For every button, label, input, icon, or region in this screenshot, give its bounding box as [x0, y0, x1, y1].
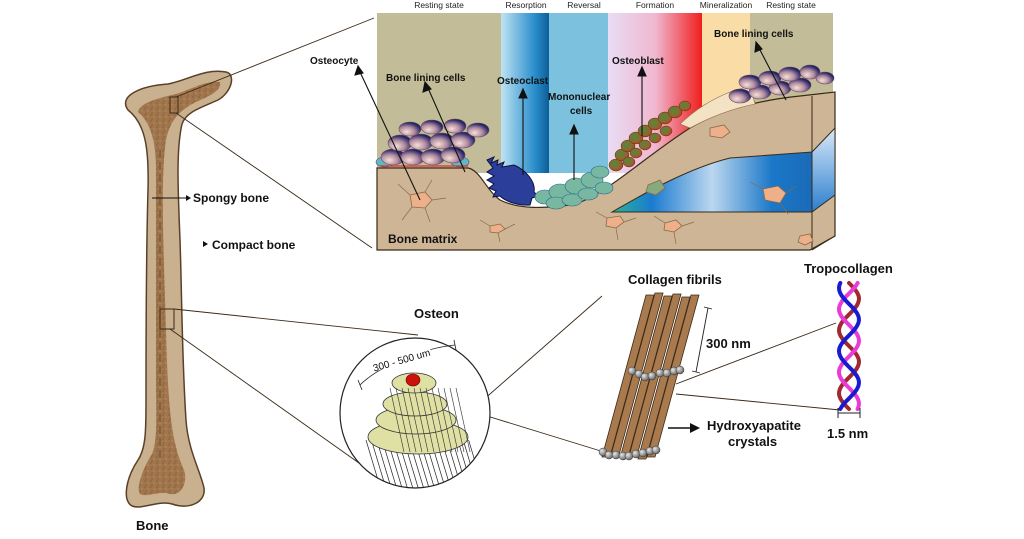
dim-tick — [357, 379, 363, 391]
remodeling-pointers — [354, 40, 787, 201]
remodeling-panel: Resting state Resorption Reversal Format… — [310, 0, 836, 251]
bone-lining-cells-left — [375, 118, 490, 168]
phase-label: Mineralization — [700, 0, 753, 10]
bone-lining-cells-label-right: Bone lining cells — [714, 29, 794, 40]
zoom-connectors — [169, 17, 841, 469]
bone-outline — [125, 70, 233, 508]
lamella-hatch-line — [443, 387, 459, 453]
osteocytes — [409, 124, 814, 246]
phase-label: Resting state — [766, 0, 816, 10]
hydroxyapatite-crystal — [647, 371, 657, 381]
phase-bg-reversal — [549, 13, 608, 173]
collagen-fibrils-panel: Collagen fibrils 300 nm Hydroxyapatite c… — [598, 272, 801, 461]
mononuclear-cells — [534, 165, 614, 210]
spongy-arrow-icon — [186, 195, 191, 201]
osteon-hatch-line — [371, 439, 390, 488]
bone-matrix-label: Bone matrix — [388, 232, 458, 246]
tropocollagen-strand-2 — [836, 281, 862, 411]
osteoclast-cell — [485, 156, 539, 206]
collagen-fibrils-label: Collagen fibrils — [628, 272, 722, 287]
long-bone: Bone Spongy bone Compact bone — [125, 70, 296, 533]
bone-lining-cells-right — [728, 64, 835, 104]
bone-lining-cells-label-left: Bone lining cells — [386, 73, 466, 84]
mononuclear-label-line2: cells — [570, 106, 593, 117]
osteon-panel: Osteon 300 - 500 um — [339, 306, 491, 489]
hydroxyapatite-label-line1: Hydroxyapatite — [707, 418, 801, 433]
lamella-hatch-line — [389, 387, 405, 453]
hydroxyapatite-crystal — [651, 445, 661, 455]
hydroxyapatite-crystal — [624, 451, 634, 461]
dim-tick — [691, 370, 701, 374]
compact-arrow-icon — [203, 241, 208, 247]
hydroxyapatite-crystal-row — [598, 365, 685, 461]
hydroxyapatite-arrow-icon — [690, 423, 700, 433]
osteon-label: Osteon — [414, 306, 459, 321]
osteon-hatch-line — [365, 439, 385, 488]
blue-layer — [610, 151, 813, 213]
phase-label: Reversal — [567, 0, 601, 10]
lamella-hatch-line — [395, 387, 411, 453]
zoom-box-spongy — [169, 96, 179, 114]
lamella-hatch-line — [419, 387, 435, 453]
tropocollagen-strand-1 — [836, 281, 862, 411]
dim-label-bg — [368, 343, 432, 373]
fibril-length-label: 300 nm — [706, 336, 751, 351]
mononuclear-label-line1: Mononuclear — [548, 92, 610, 103]
osteon-hatch — [365, 439, 487, 488]
phase-label: Formation — [636, 0, 675, 10]
lamella-hatch-line — [449, 387, 465, 453]
hydroxyapatite-crystal — [662, 368, 672, 378]
dim-tick — [703, 306, 713, 310]
phase-label: Resorption — [505, 0, 546, 10]
bone-label: Bone — [136, 518, 169, 533]
collagen-fibril — [637, 296, 691, 460]
osteon-hatch-line — [452, 439, 471, 488]
length-dimension-line — [695, 307, 709, 373]
hydroxyapatite-label-line2: crystals — [728, 434, 777, 449]
haversian-canal — [405, 373, 421, 387]
dim-tick — [453, 339, 457, 351]
block-edge — [811, 96, 836, 251]
hydroxyapatite-crystal — [638, 448, 648, 458]
osteon-hatch-line — [376, 439, 396, 488]
lamella-hatch-line — [401, 387, 417, 453]
osteoblast-label: Osteoblast — [612, 56, 664, 67]
tropocollagen-strand-3 — [836, 281, 861, 411]
zoom-box-compact — [159, 308, 175, 330]
spongy-bone-region — [138, 81, 221, 496]
spongy-bone-label: Spongy bone — [193, 191, 269, 205]
osteocyte-label: Osteocyte — [310, 56, 359, 67]
osteoclast-label: Osteoclast — [497, 76, 549, 87]
phase-labels: Resting state Resorption Reversal Format… — [414, 0, 816, 10]
hydroxyapatite-crystal — [640, 372, 650, 382]
lamella-hatch-line — [413, 387, 429, 453]
osteoblasts — [608, 100, 692, 172]
remodeling-labels: Osteocyte Bone lining cells Osteoclast M… — [310, 29, 794, 246]
hydroxyapatite-crystal — [675, 365, 685, 375]
phase-label: Resting state — [414, 0, 464, 10]
canaliculi — [397, 179, 797, 245]
collagen-fibril — [646, 294, 700, 458]
lamella-hatch-line — [425, 387, 441, 453]
lamella-hatch-line — [407, 387, 423, 453]
hydroxyapatite-crystal — [631, 449, 641, 459]
tropocollagen-panel: Tropocollagen 1.5 nm — [804, 261, 893, 441]
lamella-hatch-line — [455, 387, 471, 453]
lamella-hatch-line — [431, 387, 447, 453]
compact-bone-label: Compact bone — [212, 238, 296, 252]
lamella-hatch-line — [437, 387, 453, 453]
tropocollagen-width-label: 1.5 nm — [827, 426, 868, 441]
tropocollagen-label: Tropocollagen — [804, 261, 893, 276]
hydroxyapatite-crystal — [611, 450, 621, 460]
